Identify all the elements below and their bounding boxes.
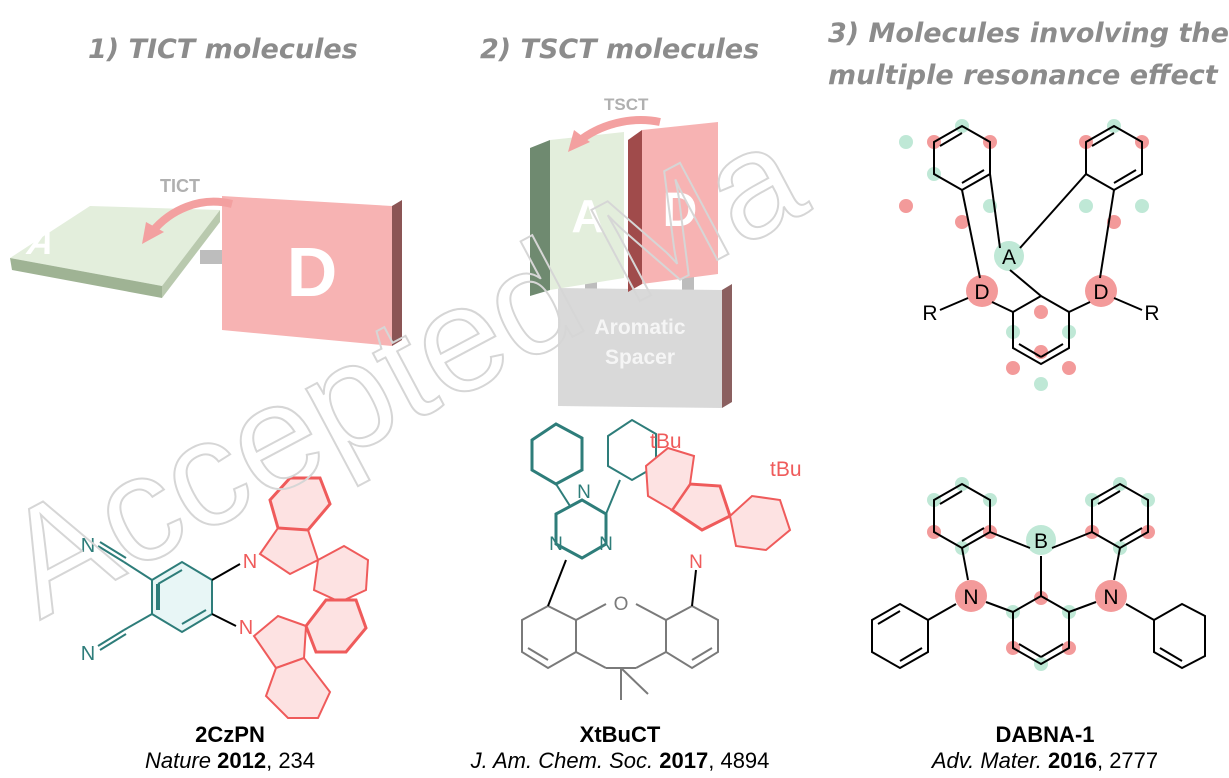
tsct-arrow-label: TSCT [604,95,649,114]
xtbuct-tbu-right: tBu [770,458,802,481]
mr-center-label: A [1002,246,1016,269]
mr-donor-left: D [974,281,989,304]
caption-2czpn: 2CzPN Nature 2012, 234 [130,722,330,774]
caption-xtbuct-pages: , 4894 [708,748,770,773]
header-mr-line2: multiple resonance effect [828,60,1218,91]
tsct-spacer-line2: Spacer [605,346,675,369]
header-mr-line1: 3) Molecules involving the [828,18,1229,49]
tsct-acceptor-side [530,140,550,296]
xtbuct-triazine-n3: N [599,534,613,555]
dabna-n-left: N [963,586,978,609]
caption-xtbuct: XtBuCT J. Am. Chem. Soc. 2017, 4894 [460,722,780,774]
header-tict: 1) TICT molecules [88,34,358,65]
czpn-carbazole-n-top: N [243,551,257,573]
tsct-donor-side [628,130,642,292]
tict-arrow-head [142,222,164,244]
tict-acceptor-side [162,210,220,298]
caption-dabna-year: 2016 [1048,748,1097,773]
czpn-nitrile-n-top: N [81,535,95,557]
caption-dabna-name: DABNA-1 [995,722,1095,747]
tsct-donor-face [642,122,718,284]
xtbuct-carbazole-n: N [689,552,703,573]
caption-2czpn-ref: Nature 2012, 234 [145,748,315,773]
tsct-spacer-side [722,284,732,408]
header-tsct: 2) TSCT molecules [480,34,760,65]
caption-2czpn-pages: , 234 [266,748,316,773]
tict-donor-face [222,196,392,346]
caption-xtbuct-name: XtBuCT [579,722,661,747]
dabna-structure [871,477,1206,671]
caption-xtbuct-ref: J. Am. Chem. Soc. 2017, 4894 [471,748,770,773]
tict-donor-label: D [287,233,338,311]
caption-dabna-pages: , 2777 [1096,748,1159,773]
tict-arrow-label: TICT [160,176,200,196]
xtbuct-triazine-n2: N [549,534,563,555]
caption-2czpn-name: 2CzPN [195,722,265,747]
caption-xtbuct-year: 2017 [659,748,709,773]
tsct-acceptor-face [550,132,624,290]
caption-2czpn-year: 2012 [217,748,267,773]
dabna-boron: B [1034,530,1048,553]
xtbuct-oxygen: O [614,594,629,615]
mr-general-labels: A D D R R [922,246,1159,325]
tsct-donor-label: D [663,184,698,237]
caption-xtbuct-journal: J. Am. Chem. Soc. [470,748,654,773]
tict-donor-side [392,200,402,346]
caption-dabna: DABNA-1 Adv. Mater. 2016, 2777 [920,722,1170,774]
tsct-acceptor-label: A [571,190,604,242]
tict-acceptor-top [10,206,220,286]
czpn-structure [97,476,370,719]
czpn-carbazole-n-bottom: N [239,617,253,639]
dabna-labels: B N N [963,530,1118,609]
czpn-labels: N N N N [81,535,257,665]
xtbuct-tbu-left: tBu [650,430,682,453]
mr-r-right: R [1144,302,1159,325]
caption-2czpn-journal: Nature [144,748,212,773]
tsct-spacer-face [558,288,722,408]
caption-dabna-journal: Adv. Mater. [931,748,1042,773]
tict-cartoon: A D TICT [10,176,402,346]
xtbuct-structure [521,418,792,700]
tsct-spacer-line1: Aromatic [594,316,685,339]
mr-donor-right: D [1093,281,1108,304]
tict-arrow [148,197,233,235]
mr-r-left: R [922,302,937,325]
tsct-arrow [575,116,661,146]
xtbuct-labels: tBu tBu N N N N O [549,430,801,615]
tsct-cartoon: Aromatic Spacer A D TSCT [530,95,732,408]
czpn-nitrile-n-bottom: N [81,643,95,665]
dabna-n-right: N [1103,586,1118,609]
mr-general-structure [899,119,1149,391]
caption-dabna-ref: Adv. Mater. 2016, 2777 [932,748,1158,773]
tict-acceptor-front [10,258,162,298]
watermark-text: Accepted Ma [0,89,829,649]
tsct-arrow-head [568,130,590,152]
xtbuct-triazine-n1: N [577,482,591,503]
